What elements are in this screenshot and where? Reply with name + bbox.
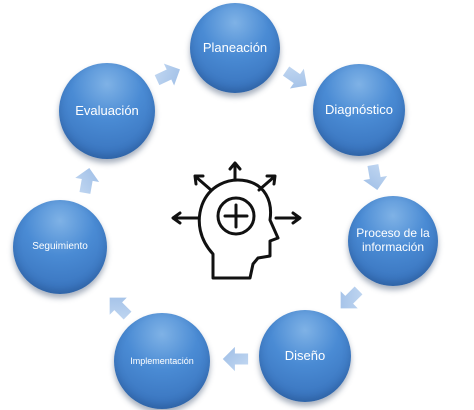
flow-arrow-proceso-to-diseno — [340, 286, 363, 309]
flow-arrow-implementacion-to-seguimiento — [109, 297, 132, 320]
node-label: Diagnóstico — [325, 101, 393, 117]
node-seguimiento: Seguimiento — [13, 200, 107, 294]
node-proceso-de-la-informacion: Proceso de la información — [348, 196, 438, 286]
node-diseno: Diseño — [259, 310, 351, 402]
node-label: Diseño — [284, 347, 326, 363]
flow-arrow-planeacion-to-diagnostico — [282, 66, 307, 89]
node-label: Implementación — [130, 355, 194, 366]
node-implementacion: Implementación — [114, 313, 210, 409]
flow-arrow-evaluacion-to-planeacion — [154, 63, 180, 86]
node-label: Planeación — [202, 39, 268, 55]
node-diagnostico: Diagnóstico — [313, 64, 405, 156]
node-evaluacion: Evaluación — [59, 63, 155, 159]
node-label: Seguimiento — [32, 241, 88, 253]
node-label: Evaluación — [75, 102, 139, 118]
head-with-plus-and-outward-arrows-icon — [171, 161, 302, 280]
flow-arrow-diseno-to-implementacion — [222, 346, 249, 372]
node-label: Proceso de la información — [356, 226, 430, 254]
node-planeacion: Planeación — [190, 3, 280, 93]
flow-arrow-diagnostico-to-proceso — [363, 164, 388, 190]
flow-arrow-seguimiento-to-evaluacion — [75, 168, 100, 194]
